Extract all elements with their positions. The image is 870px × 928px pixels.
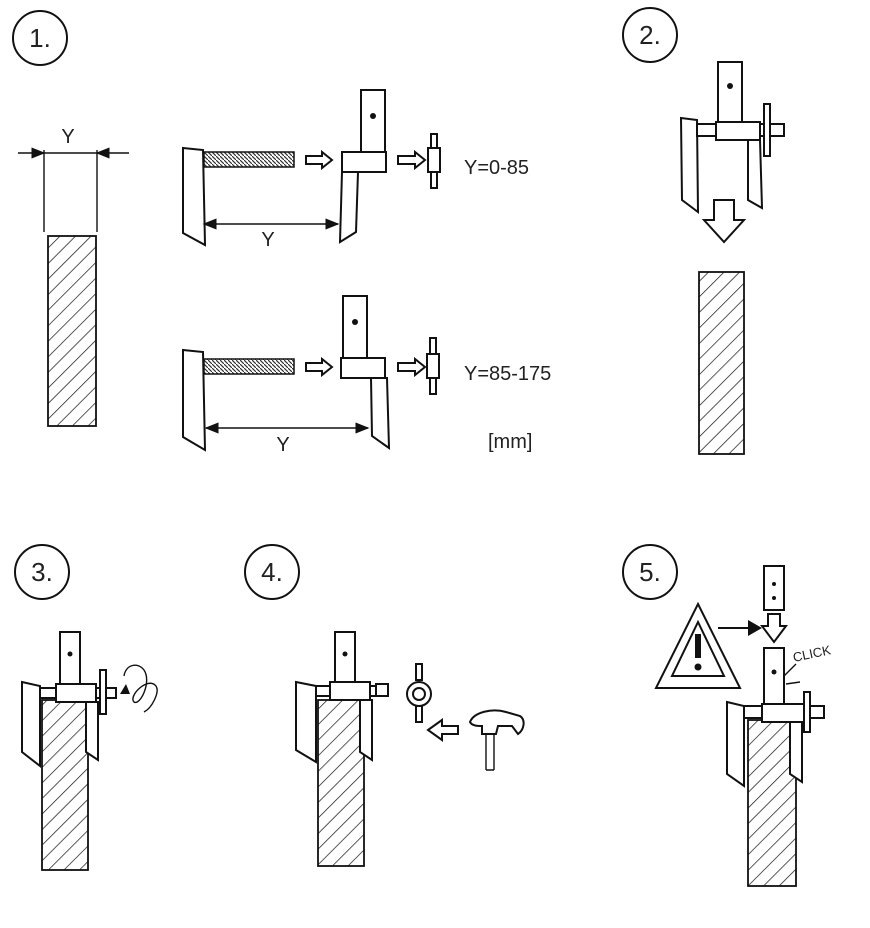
locking-bolt bbox=[426, 337, 440, 395]
wall-dimension: Y bbox=[18, 126, 129, 427]
wall-section bbox=[317, 699, 365, 867]
step-3: 3. bbox=[14, 544, 158, 871]
fixed-jaw bbox=[182, 348, 207, 452]
fixed-jaw bbox=[182, 146, 207, 247]
movable-jaw bbox=[85, 701, 99, 762]
step-5: 5. CLICK bbox=[622, 544, 833, 887]
hammer-icon bbox=[468, 709, 525, 771]
locking-bolt bbox=[803, 691, 811, 733]
arrow-left-icon bbox=[397, 149, 427, 171]
step-3-circle bbox=[14, 544, 70, 600]
slider-block bbox=[55, 683, 97, 703]
rotation-arrow-icon bbox=[120, 664, 158, 713]
arrow-left-icon bbox=[397, 356, 427, 378]
movable-jaw bbox=[369, 377, 391, 450]
post bbox=[334, 631, 356, 687]
locking-bolt bbox=[427, 133, 441, 189]
warning-triangle-icon bbox=[654, 601, 742, 689]
step-4-circle bbox=[244, 544, 300, 600]
range-label-short: Y=0-85 bbox=[464, 157, 529, 179]
post bbox=[360, 89, 386, 153]
clamp-variant-long: Y=85-175 Y [mm] bbox=[182, 295, 551, 456]
arrow-right-icon bbox=[748, 620, 762, 636]
post bbox=[59, 631, 81, 689]
arrow-left-icon bbox=[305, 149, 334, 171]
step-4: 4. bbox=[244, 544, 525, 867]
movable-jaw bbox=[338, 171, 360, 244]
step-4-number: 4. bbox=[261, 557, 283, 587]
fixed-jaw bbox=[726, 700, 745, 788]
step-5-number: 5. bbox=[639, 557, 661, 587]
unit-label: [mm] bbox=[488, 431, 532, 453]
slider-block bbox=[340, 357, 386, 379]
locking-bolt bbox=[99, 669, 107, 715]
wall-section bbox=[747, 719, 797, 887]
dimension-label-short: Y bbox=[261, 229, 274, 251]
step-1-circle bbox=[12, 10, 68, 66]
fixed-jaw bbox=[295, 680, 317, 764]
slider-block bbox=[329, 681, 371, 701]
step-2: 2. bbox=[622, 7, 785, 455]
step-1: 1. Y Y=0-85 bbox=[12, 10, 551, 456]
arrow-left-icon bbox=[426, 718, 459, 742]
slider-block bbox=[715, 121, 761, 141]
post-top bbox=[763, 565, 785, 611]
arrow-down-icon bbox=[701, 199, 747, 244]
fixed-jaw bbox=[679, 116, 700, 215]
slider-block bbox=[761, 703, 805, 723]
step-2-number: 2. bbox=[639, 20, 661, 50]
locking-bolt bbox=[406, 663, 432, 723]
movable-jaw bbox=[789, 721, 803, 784]
slider-block bbox=[341, 151, 387, 173]
movable-jaw bbox=[747, 139, 764, 210]
wall-section bbox=[47, 235, 97, 427]
arrow-left-icon bbox=[305, 356, 334, 378]
arrow-down-icon bbox=[760, 613, 788, 644]
wall-dimension-label: Y bbox=[61, 126, 74, 148]
post bbox=[342, 295, 368, 359]
step-2-circle bbox=[622, 7, 678, 63]
click-label: CLICK bbox=[792, 642, 833, 665]
dimension-label-long: Y bbox=[276, 434, 289, 456]
threaded-rod bbox=[203, 358, 295, 375]
clamp-variant-short: Y=0-85 Y bbox=[182, 89, 529, 251]
threaded-rod bbox=[203, 151, 295, 168]
wall-section bbox=[698, 271, 745, 455]
movable-jaw bbox=[359, 699, 373, 762]
fixed-jaw bbox=[21, 680, 41, 769]
range-label-long: Y=85-175 bbox=[464, 363, 551, 385]
step-1-number: 1. bbox=[29, 23, 51, 53]
step-5-circle bbox=[622, 544, 678, 600]
step-3-number: 3. bbox=[31, 557, 53, 587]
post bbox=[717, 61, 743, 125]
wall-section bbox=[41, 699, 89, 871]
post bbox=[763, 647, 785, 705]
